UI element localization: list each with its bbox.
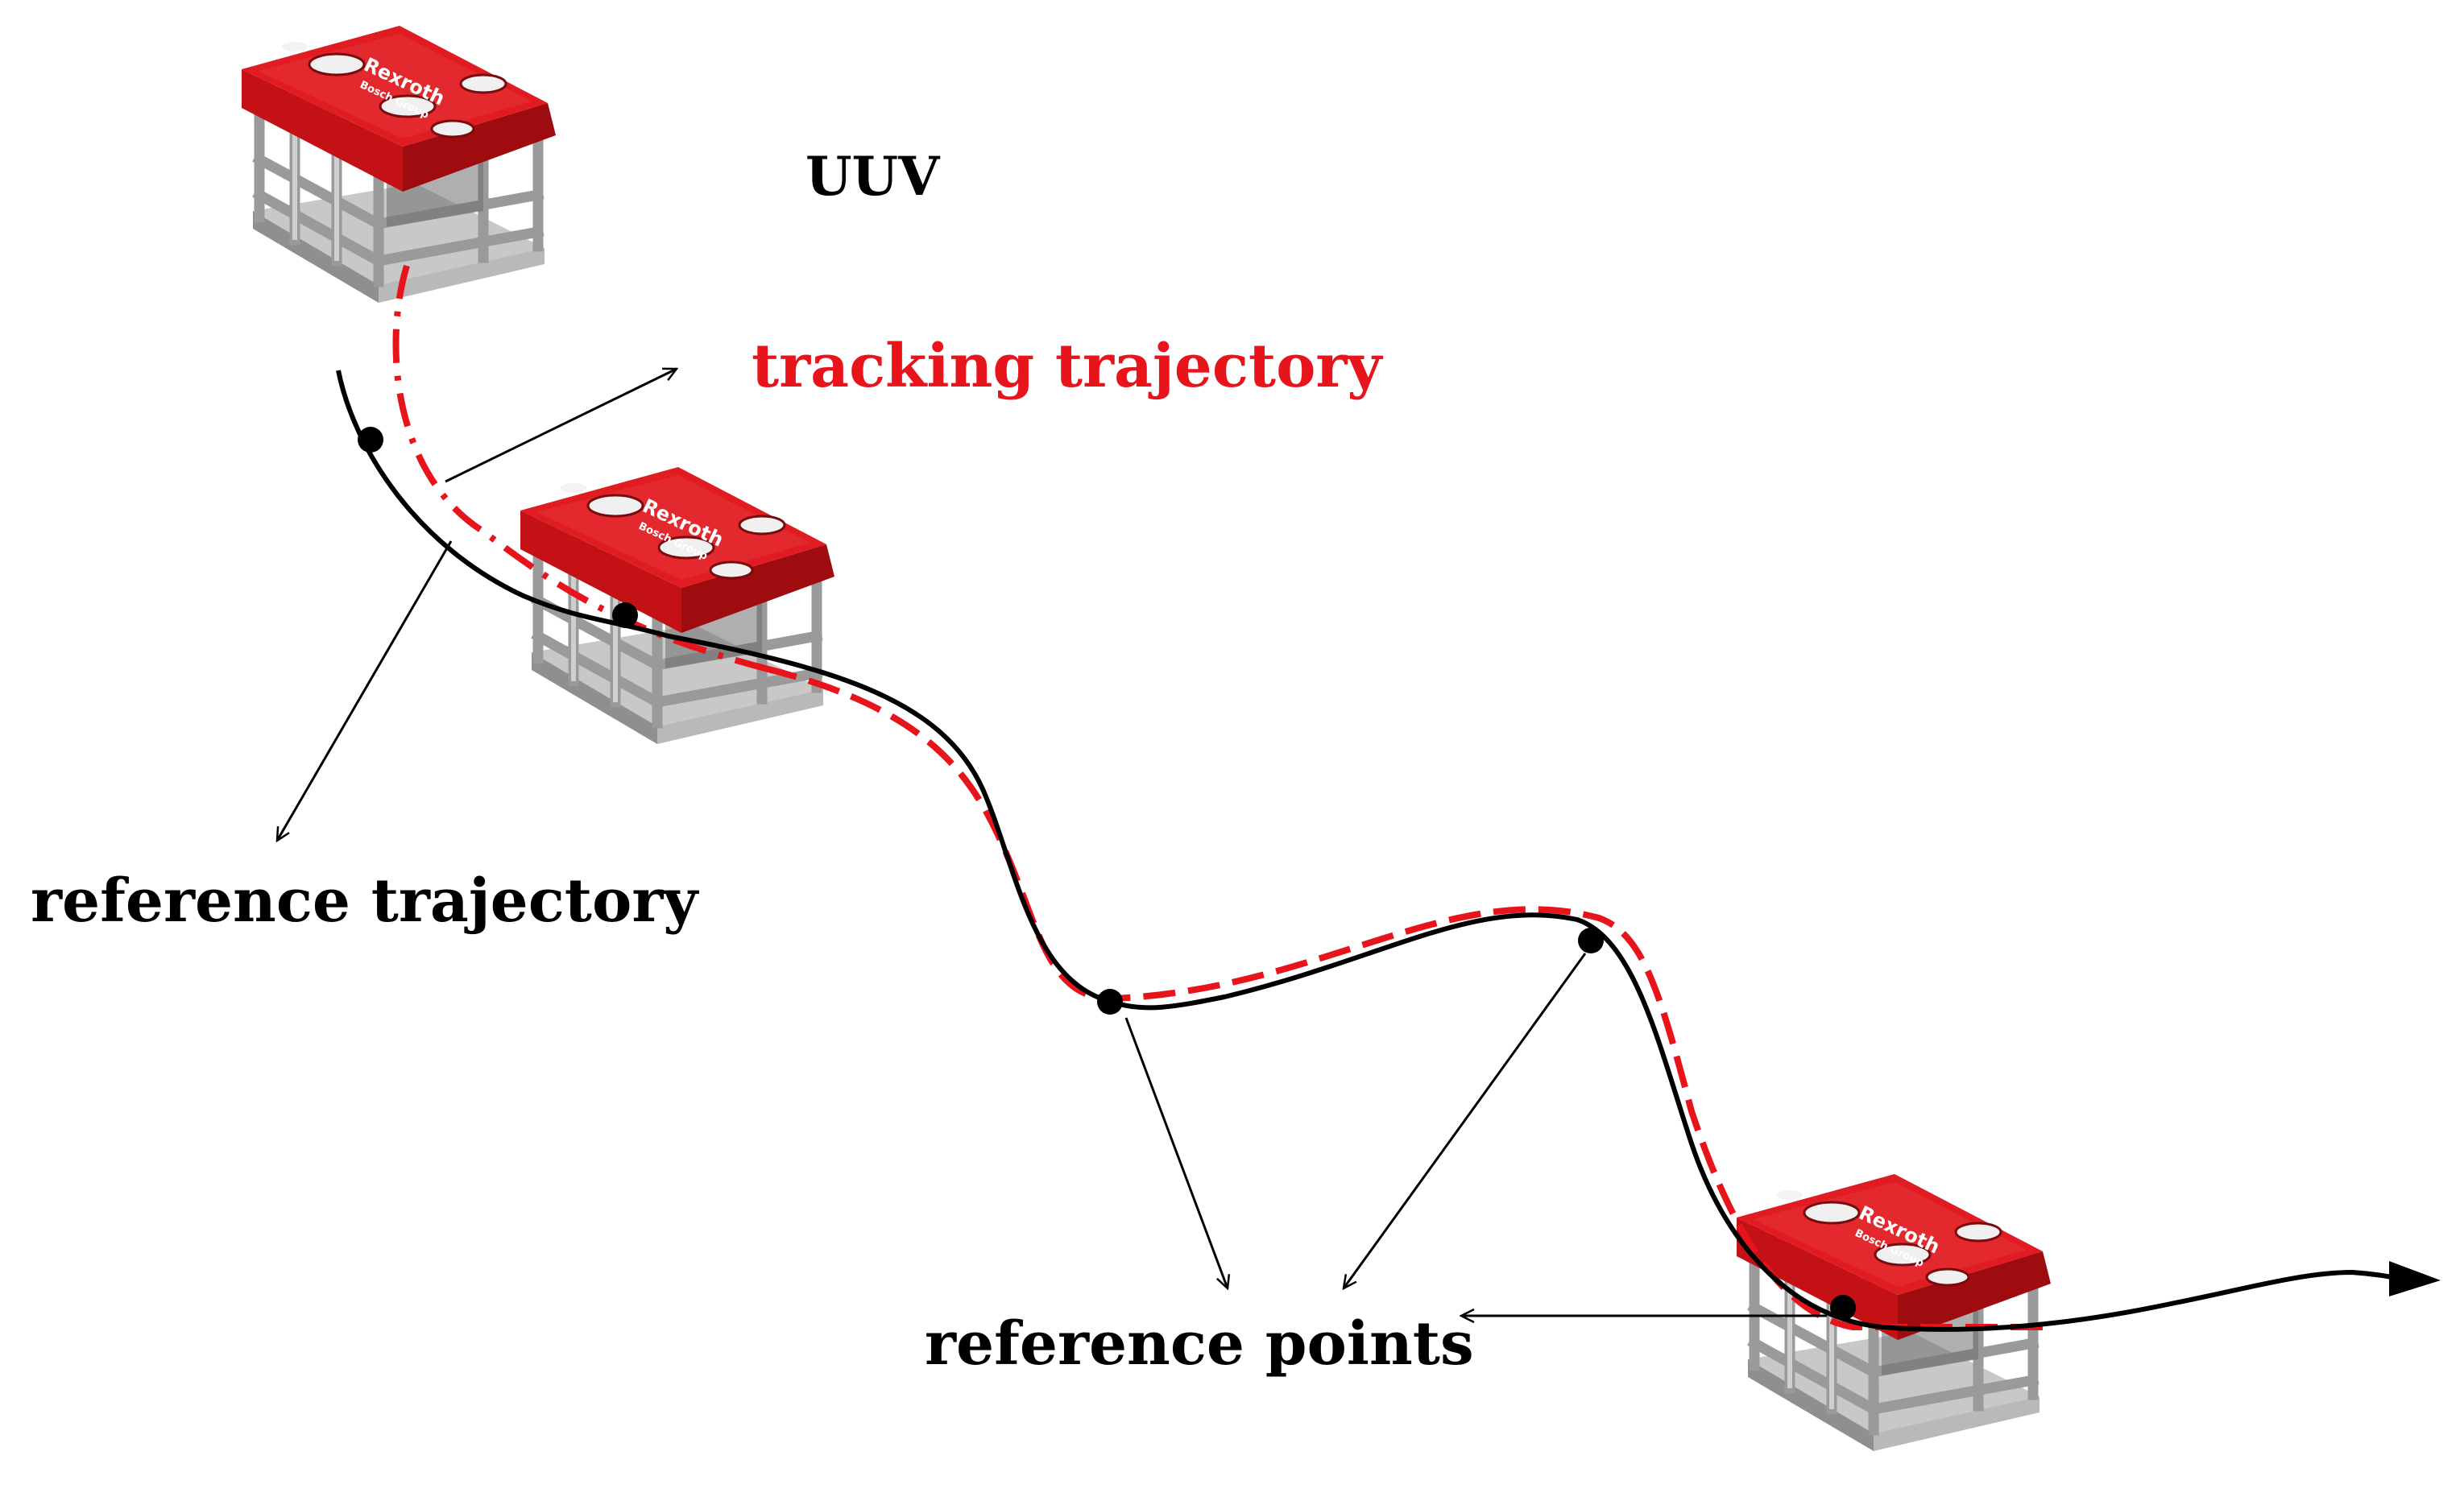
reference-point-pointer-arrow	[1344, 953, 1587, 1288]
reference-point-dot	[358, 427, 383, 453]
uuv-label: UUV	[805, 145, 940, 208]
reference-point-dot	[1578, 928, 1604, 953]
reference-points-label: reference points	[925, 1309, 1474, 1379]
reference-trajectory-pointer-arrow	[277, 540, 453, 841]
reference-point-dot	[1830, 1295, 1856, 1321]
tracking-trajectory-label: tracking trajectory	[752, 332, 1382, 401]
tracking-pointer-arrow	[445, 369, 677, 483]
reference-point-pointer-arrow	[1124, 1017, 1228, 1288]
reference-trajectory-line	[336, 370, 2409, 1332]
tracking-trajectory-line	[764, 665, 2046, 1330]
trajectory-end-arrowhead	[2389, 1261, 2441, 1296]
pointer-arrows	[277, 369, 1827, 1316]
reference-point-dot	[612, 602, 638, 628]
reference-point-dot	[1097, 989, 1123, 1015]
reference-trajectory-label: reference trajectory	[31, 866, 698, 936]
reference-points	[358, 427, 1856, 1321]
